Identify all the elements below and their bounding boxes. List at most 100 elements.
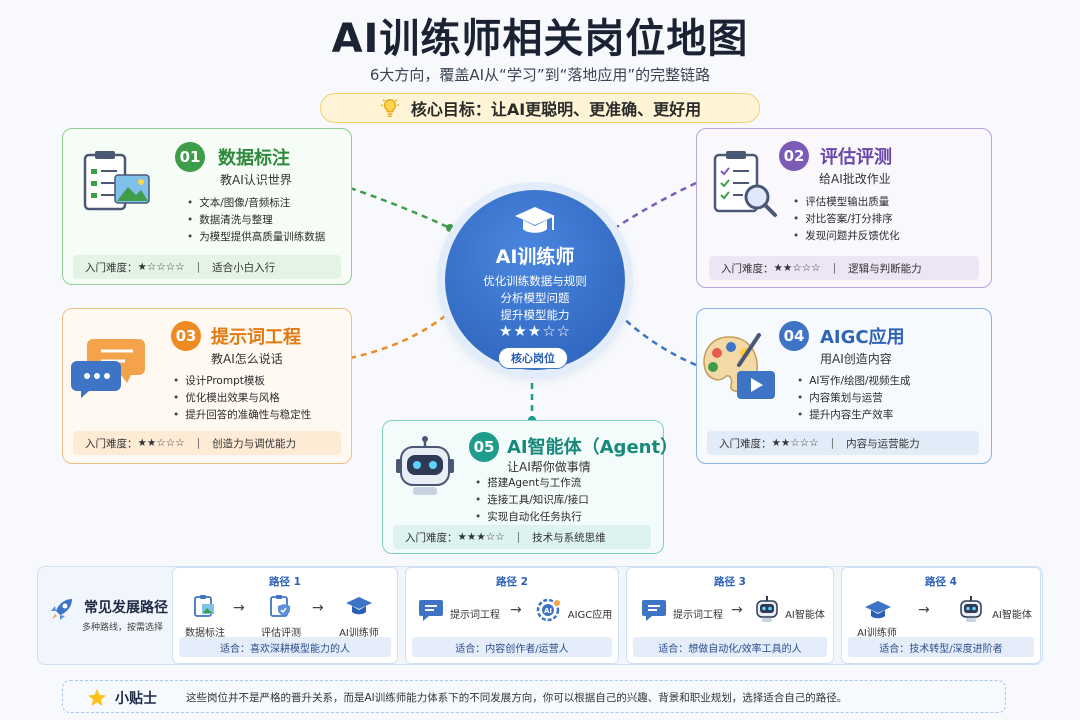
path-title: 路径 4 bbox=[925, 576, 957, 588]
arrow-right-icon: → bbox=[312, 600, 324, 616]
card-items: 文本/图像/音频标注 数据清洗与整理 为模型提供高质量训练数据 bbox=[187, 195, 325, 246]
card-items: 搭建Agent与工作流 连接工具/知识库/接口 实现自动化任务执行 bbox=[475, 475, 589, 526]
tips-text: 这些岗位并不是严格的晋升关系，而是AI训练师能力体系下的不同发展方向，你可以根据… bbox=[186, 692, 848, 704]
ai-gear-icon: AI bbox=[536, 598, 560, 622]
card-aigc[interactable]: 04 AIGC应用 用AI创造内容 AI写作/绘图/视频生成 内容策划与运营 提… bbox=[696, 308, 992, 464]
card-number: 05 bbox=[469, 432, 499, 462]
card-title: 评估评测 bbox=[820, 147, 892, 168]
card-title: AI智能体（Agent） bbox=[507, 437, 679, 458]
robot-icon bbox=[960, 596, 982, 622]
path-card-1[interactable]: 路径 1 数据标注 → 评估评测 → AI训练师 适合：喜欢深耕模型能力的人 bbox=[172, 567, 398, 664]
path-node: AI训练师 bbox=[339, 628, 379, 639]
chat-bubbles-icon bbox=[71, 339, 145, 398]
card-ai-agent[interactable]: 05 AI智能体（Agent） 让AI帮你做事情 搭建Agent与工作流 连接工… bbox=[382, 420, 678, 554]
path-node: AI训练师 bbox=[857, 628, 897, 639]
center-line: 提升模型能力 bbox=[500, 308, 570, 322]
difficulty-stars: ★★★☆☆ bbox=[457, 531, 505, 543]
card-title: 提示词工程 bbox=[211, 327, 301, 348]
page-subtitle: 6大方向，覆盖AI从“学习”到“落地应用”的完整链路 bbox=[369, 66, 711, 84]
difficulty-fit: 创造力与调优能力 bbox=[212, 437, 297, 450]
tips-bar: 小贴士 这些岗位并不是严格的晋升关系，而是AI训练师能力体系下的不同发展方向，你… bbox=[62, 680, 1006, 713]
svg-text:AI: AI bbox=[544, 607, 552, 615]
arrow-right-icon: → bbox=[918, 602, 930, 618]
center-core-role[interactable]: AI训练师 优化训练数据与规则 分析模型问题 提升模型能力 ★★★☆☆ bbox=[445, 190, 625, 370]
card-title: 数据标注 bbox=[218, 148, 290, 169]
star-icon bbox=[88, 689, 106, 706]
difficulty-fit: 逻辑与判断能力 bbox=[848, 262, 922, 275]
card-item: 评估模型输出质量 bbox=[793, 194, 900, 211]
graduation-cap-icon bbox=[865, 601, 891, 619]
path-node: 数据标注 bbox=[185, 628, 225, 639]
clipboard-image-icon bbox=[83, 151, 150, 211]
center-line: 优化训练数据与规则 bbox=[483, 274, 587, 288]
card-item: 实现自动化任务执行 bbox=[475, 509, 589, 526]
difficulty-fit: 技术与系统思维 bbox=[532, 531, 606, 544]
card-item: 连接工具/知识库/接口 bbox=[475, 492, 589, 509]
path-node: 评估评测 bbox=[261, 628, 301, 639]
goal-text: 核心目标：让AI更聪明、更准确、更好用 bbox=[410, 100, 702, 119]
checklist-shield-icon bbox=[270, 595, 290, 617]
path-fit: 适合：内容创作者/运营人 bbox=[412, 637, 612, 657]
path-node: AIGC应用 bbox=[567, 610, 613, 621]
goal-banner: 核心目标：让AI更聪明、更准确、更好用 bbox=[320, 93, 760, 123]
card-subtitle: 让AI帮你做事情 bbox=[507, 460, 591, 474]
card-subtitle: 教AI认识世界 bbox=[220, 173, 292, 187]
difficulty-stars: ★☆☆☆☆ bbox=[137, 261, 185, 273]
path-fit: 适合：技术转型/深度进阶者 bbox=[848, 637, 1034, 657]
card-item: 对比答案/打分排序 bbox=[793, 211, 900, 228]
card-item: 提升内容生产效率 bbox=[797, 407, 911, 424]
connector-03 bbox=[349, 311, 451, 360]
card-item: 搭建Agent与工作流 bbox=[475, 475, 589, 492]
path-card-2[interactable]: 路径 2 提示词工程 → AI AIGC应用 适合：内容创作者/运营人 bbox=[405, 567, 619, 664]
card-item: 优化模出效果与风格 bbox=[173, 390, 311, 407]
connector-02 bbox=[611, 181, 697, 232]
card-item: 设计Prompt模板 bbox=[173, 373, 311, 390]
divider: | bbox=[830, 437, 835, 449]
card-data-annotation[interactable]: 01 数据标注 教AI认识世界 文本/图像/音频标注 数据清洗与整理 为模型提供… bbox=[62, 128, 352, 285]
card-item: 数据清洗与整理 bbox=[187, 212, 325, 229]
arrow-right-icon: → bbox=[731, 602, 743, 618]
card-number: 04 bbox=[779, 321, 809, 351]
connector-01 bbox=[349, 186, 451, 230]
card-items: 评估模型输出质量 对比答案/打分排序 发现问题并反馈优化 bbox=[793, 194, 900, 245]
difficulty-bar: 入门难度： ★★☆☆☆ | 创造力与调优能力 bbox=[73, 431, 341, 455]
paths-lead: 常见发展路径 多种路线，按需选择 bbox=[38, 567, 173, 666]
arrow-right-icon: → bbox=[510, 602, 522, 618]
chat-icon bbox=[419, 600, 443, 621]
arrow-right-icon: → bbox=[233, 600, 245, 616]
page-title: AI训练师相关岗位地图 bbox=[331, 16, 749, 62]
divider: | bbox=[832, 262, 837, 274]
difficulty-stars: ★★☆☆☆ bbox=[137, 437, 185, 449]
path-fit: 适合：想做自动化/效率工具的人 bbox=[633, 637, 827, 657]
card-subtitle: 教AI怎么说话 bbox=[211, 352, 283, 366]
difficulty-label: 入门难度： bbox=[405, 531, 458, 544]
difficulty-stars: ★★☆☆☆ bbox=[771, 437, 819, 449]
center-title: AI训练师 bbox=[495, 246, 575, 268]
paths-subtitle: 多种路线，按需选择 bbox=[82, 623, 164, 633]
graduation-cap-icon bbox=[515, 207, 555, 233]
card-number: 03 bbox=[171, 321, 201, 351]
path-card-3[interactable]: 路径 3 提示词工程 → AI智能体 适合：想做自动化/效率工具的人 bbox=[626, 567, 834, 664]
robot-icon bbox=[756, 596, 778, 622]
card-prompt-engineering[interactable]: 03 提示词工程 教AI怎么说话 设计Prompt模板 优化模出效果与风格 提升… bbox=[62, 308, 352, 464]
path-title: 路径 2 bbox=[496, 576, 528, 588]
path-node: 提示词工程 bbox=[450, 610, 500, 621]
path-node: 提示词工程 bbox=[673, 610, 723, 621]
chat-icon bbox=[642, 600, 666, 621]
clipboard-image-icon bbox=[194, 595, 214, 617]
card-item: 提升回答的准确性与稳定性 bbox=[173, 407, 311, 424]
card-evaluation[interactable]: 02 评估评测 给AI批改作业 评估模型输出质量 对比答案/打分排序 发现问题并… bbox=[696, 128, 992, 288]
tips-title: 小贴士 bbox=[115, 691, 157, 707]
path-card-4[interactable]: 路径 4 AI训练师 → AI智能体 适合：技术转型/深度进阶者 bbox=[841, 567, 1041, 664]
difficulty-fit: 内容与运营能力 bbox=[846, 437, 920, 450]
card-item: 文本/图像/音频标注 bbox=[187, 195, 325, 212]
card-item: 内容策划与运营 bbox=[797, 390, 911, 407]
card-number: 01 bbox=[175, 142, 205, 172]
card-items: 设计Prompt模板 优化模出效果与风格 提升回答的准确性与稳定性 bbox=[173, 373, 311, 424]
card-title: AIGC应用 bbox=[820, 327, 905, 348]
difficulty-label: 入门难度： bbox=[85, 437, 138, 450]
path-title: 路径 1 bbox=[269, 576, 301, 588]
difficulty-fit: 适合小白入行 bbox=[212, 261, 276, 274]
lightbulb-icon bbox=[380, 99, 399, 117]
checklist-magnifier-icon bbox=[713, 151, 777, 217]
